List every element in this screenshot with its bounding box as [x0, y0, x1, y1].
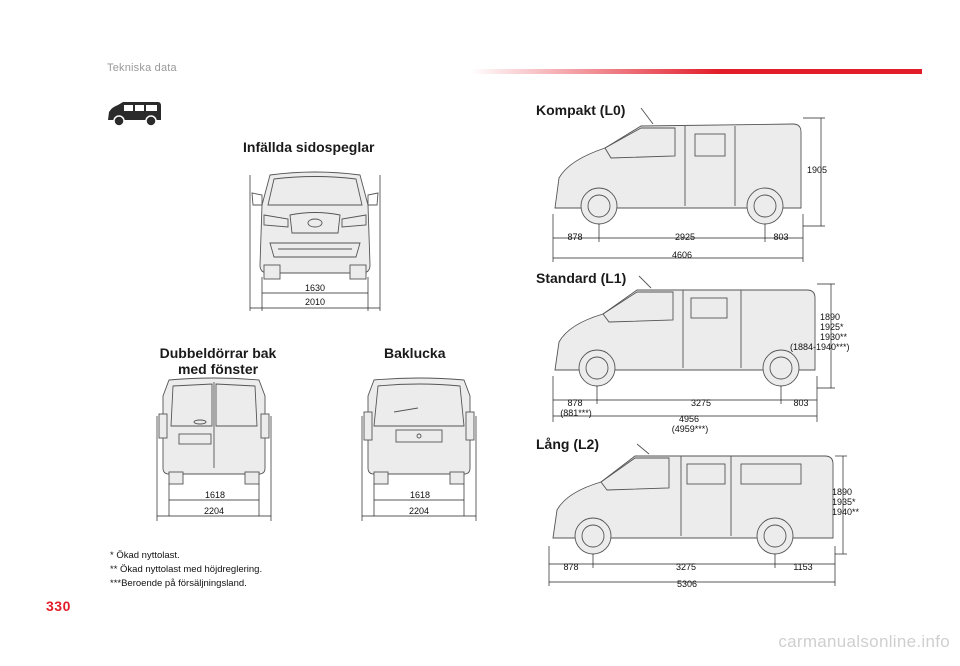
compact-rear-label: 803: [773, 232, 789, 242]
compact-wheelbase-label: 2925: [674, 232, 696, 242]
rear-doors-title: Dubbeldörrar bak med fönster: [153, 345, 283, 377]
long-height-1: 1890: [832, 487, 853, 497]
standard-side-drawing: [552, 275, 835, 422]
rear-doors-drawing: [156, 377, 272, 521]
long-wheelbase-label: 3275: [675, 562, 697, 572]
van-pictogram-icon: [108, 102, 161, 127]
standard-height-3: 1930**: [820, 332, 848, 342]
long-front-label: 878: [563, 562, 579, 572]
footnotes: * Ökad nyttolast. ** Ökad nyttolast med …: [110, 549, 262, 591]
long-length-label: 5306: [676, 579, 698, 589]
long-title: Lång (L2): [536, 436, 599, 452]
section-header: Tekniska data: [107, 62, 177, 74]
standard-height-labels: 1890 1925* 1930** (1884-1940***): [790, 312, 850, 352]
standard-wheelbase-label: 3275: [690, 398, 712, 408]
rear-doors-title-line-2: med fönster: [177, 361, 259, 377]
standard-front-note: (881***): [560, 408, 592, 418]
tailgate-drawing: [361, 377, 477, 521]
rear-doors-title-line-1: Dubbeldörrar bak: [159, 345, 277, 361]
compact-height-label: 1905: [807, 165, 828, 175]
header-accent-bar: [470, 69, 922, 74]
compact-front-label: 878: [567, 232, 583, 242]
front-view-drawing: [249, 171, 381, 311]
tailgate-total-label: 2204: [408, 506, 430, 516]
standard-height-4: (1884-1940***): [790, 342, 850, 352]
compact-side-drawing: [552, 107, 825, 262]
standard-rear-label: 803: [793, 398, 809, 408]
footnote-2: ** Ökad nyttolast med höjdreglering.: [110, 564, 263, 575]
long-height-2: 1935*: [832, 497, 856, 507]
front-width-label: 1630: [304, 283, 326, 293]
tailgate-title: Baklucka: [384, 345, 446, 361]
front-view-title: Infällda sidospeglar: [243, 139, 375, 155]
compact-length-label: 4606: [671, 250, 693, 260]
footnote-3: ***Beroende på försäljningsland.: [110, 578, 247, 589]
compact-title: Kompakt (L0): [536, 102, 626, 118]
standard-front-label: 878: [567, 398, 583, 408]
front-total-width-label: 2010: [304, 297, 326, 307]
long-height-labels: 1890 1935* 1940**: [832, 487, 859, 517]
rear-doors-width-label: 1618: [204, 490, 226, 500]
tailgate-width-label: 1618: [409, 490, 431, 500]
page-number: 330: [46, 598, 71, 614]
rear-doors-total-label: 2204: [203, 506, 225, 516]
long-height-3: 1940**: [832, 507, 860, 517]
standard-height-1: 1890: [820, 312, 841, 322]
watermark: carmanualsonline.info: [778, 632, 950, 651]
standard-length-label: 4956: [678, 414, 700, 424]
footnote-1: * Ökad nyttolast.: [110, 550, 180, 561]
long-side-drawing: [548, 443, 847, 586]
standard-height-2: 1925*: [820, 322, 844, 332]
standard-title: Standard (L1): [536, 270, 627, 286]
long-rear-label: 1153: [793, 562, 813, 572]
standard-length-note: (4959***): [671, 424, 709, 434]
